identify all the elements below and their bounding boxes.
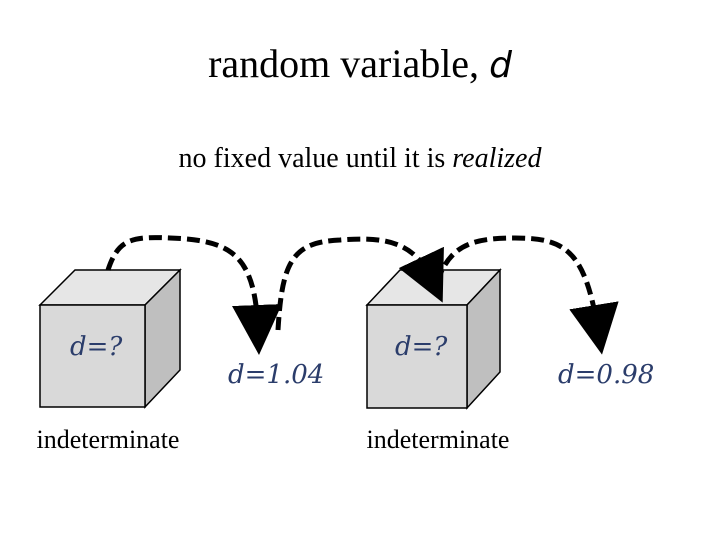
outcome-1-label: d=1.04 bbox=[228, 360, 324, 390]
cube-1-label: d=? bbox=[70, 332, 122, 362]
cube-2-label: d=? bbox=[395, 332, 447, 362]
cube-1-caption: indeterminate bbox=[8, 425, 208, 455]
outcome-2-label: d=0.98 bbox=[558, 360, 654, 390]
cube-2-caption: indeterminate bbox=[338, 425, 538, 455]
